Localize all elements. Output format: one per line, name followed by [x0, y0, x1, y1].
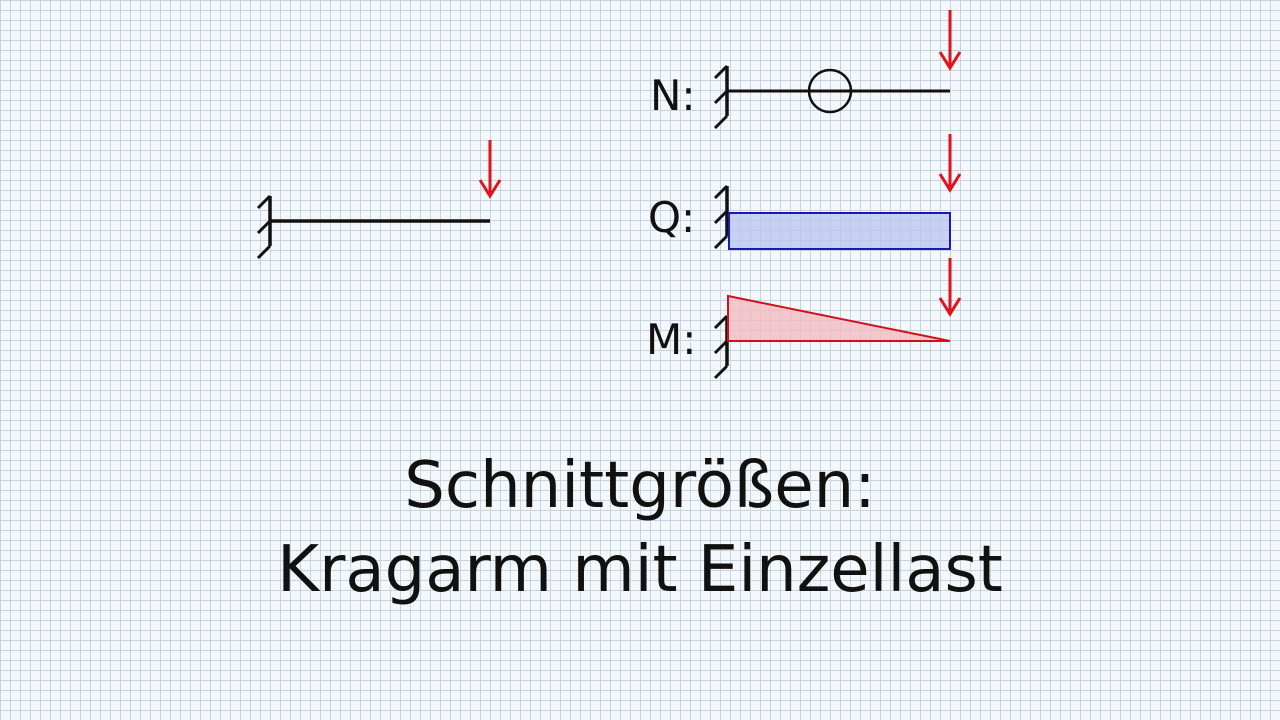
title-line-2: Kragarm mit Einzellast — [277, 533, 1003, 607]
zero-symbol-icon — [807, 68, 853, 114]
fixed-support-icon — [256, 194, 272, 260]
system-sketch — [256, 140, 502, 260]
normal-force-label: N: — [650, 71, 696, 120]
title-line-1: Schnittgrößen: — [404, 449, 876, 523]
bending-moment-area — [727, 294, 951, 342]
bending-moment-diagram: M: — [646, 258, 962, 380]
shear-force-label: Q: — [648, 193, 695, 242]
page-title: Schnittgrößen: Kragarm mit Einzellast — [0, 444, 1280, 612]
fixed-support-icon — [713, 184, 729, 250]
fixed-support-icon — [713, 314, 729, 380]
shear-force-diagram: Q: — [648, 134, 962, 250]
fixed-support-icon — [713, 64, 729, 130]
shear-force-area — [728, 212, 951, 250]
support-hatch-line — [256, 194, 272, 210]
support-hatch-line — [256, 219, 272, 235]
bending-moment-label: M: — [646, 315, 696, 364]
point-load-arrow-icon — [938, 10, 962, 71]
normal-force-diagram: N: — [650, 10, 962, 130]
point-load-arrow-icon — [478, 140, 502, 199]
support-hatch-line — [256, 244, 272, 260]
point-load-arrow-icon — [938, 258, 962, 317]
point-load-arrow-icon — [938, 134, 962, 193]
